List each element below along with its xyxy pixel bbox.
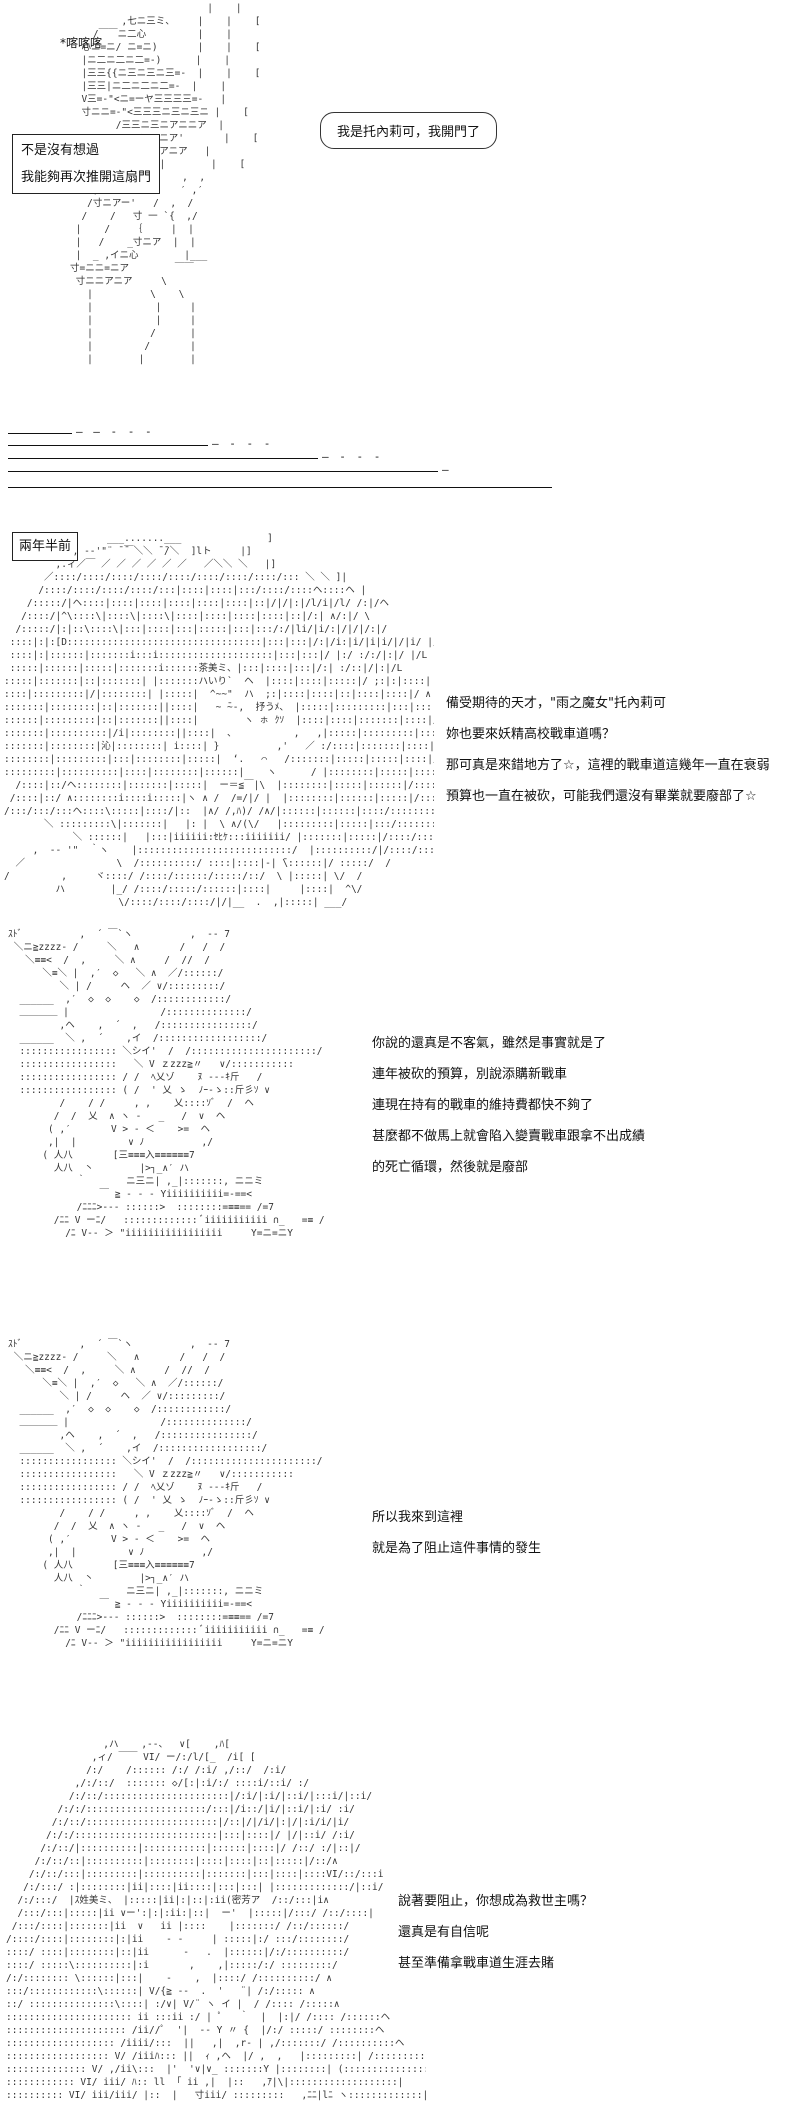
divider-dashes-2: — - - - <box>212 437 273 450</box>
ascii-art-door-scene: | | ,七ニ三ミ、 | | [ /￣￣ニ二心 | | 心ニ=ニ/ ニ=ニ) |… <box>70 3 261 365</box>
dialog-panel-3: 你說的還真是不客氣，雖然是事實就是了 連年被砍的預算，別說添購新戰車 連現在持有… <box>372 1028 645 1183</box>
divider-line-3 <box>8 458 318 459</box>
divider-line-4 <box>8 471 438 472</box>
dialog-panel-5: 說著要阻止，你想成為救世主嗎？ 還真是有自信呢 甚至準備拿戰車道生涯去賭 <box>398 1886 593 1979</box>
time-caption-text: 兩年半前 <box>19 539 72 554</box>
dialog-line: 連年被砍的預算，別說添購新戰車 <box>372 1067 568 1082</box>
dialog-line: 的死亡循環，然後就是廢部 <box>372 1160 529 1175</box>
dialog-line: 說著要阻止，你想成為救世主嗎？ <box>398 1894 594 1909</box>
dialog-line: 甚麼都不做馬上就會陷入變賣戰車跟拿不出成績 <box>372 1129 646 1144</box>
divider-dashes-1: — — - - - <box>76 425 154 438</box>
panel-3: ｽﾄﾞ , ´ ￣`ヽ , -‐ 7 ＼ニ≧zzzz- / ＼ ∧ / / / … <box>0 928 800 1318</box>
divider-line-5 <box>8 487 552 488</box>
speech-text: 我是托內莉可，我開門了 <box>337 125 481 140</box>
dialog-line: 甚至準備拿戰車道生涯去賭 <box>398 1956 555 1971</box>
dialog-panel-4: 所以我來到這裡 就是為了阻止這件事情的發生 <box>372 1502 541 1564</box>
dialog-line: 那可真是來錯地方了☆，這裡的戰車道這幾年一直在衰弱 <box>446 758 770 773</box>
time-caption: 兩年半前 <box>12 532 79 561</box>
ascii-art-character-smiling: ___.......___ ] , -‐'"¨ ̄ ̄￣＼＼ ̄ ̄/＼ ]lト… <box>4 533 434 908</box>
panel-2: 兩年半前 ___.......___ ] , -‐'"¨ ̄ ̄￣＼＼ ̄ ̄/… <box>0 520 800 910</box>
caption-line: 我能夠再次推開這扇門 <box>21 170 152 185</box>
ascii-art-character-determined: ｽﾄﾞ , ´ ￣`ヽ , -‐ 7 ＼ニ≧zzzz- / ＼ ∧ / / / … <box>8 1339 325 1649</box>
dialog-line: 所以我來到這裡 <box>372 1510 464 1525</box>
dialog-line: 連現在持有的戰車的維持費都快不夠了 <box>372 1098 594 1113</box>
dialog-panel-2: 備受期待的天才，"雨之魔女"托內莉可 妳也要來妖精高校戰車道嗎？ 那可真是來錯地… <box>446 688 770 812</box>
panel-4: ｽﾄﾞ , ´ ￣`ヽ , -‐ 7 ＼ニ≧zzzz- / ＼ ∧ / / / … <box>0 1338 800 1718</box>
divider-line-2 <box>8 445 208 446</box>
dialog-line: 備受期待的天才，"雨之魔女"托內莉可 <box>446 696 666 711</box>
transition-divider: — — - - - — - - - — - - - — <box>0 0 800 520</box>
dialog-line: 還真是有自信呢 <box>398 1925 490 1940</box>
ascii-art-character-crossed-arms: ｽﾄﾞ , ´ ￣`ヽ , -‐ 7 ＼ニ≧zzzz- / ＼ ∧ / / / … <box>8 929 325 1239</box>
dialog-line: 妳也要來妖精高校戰車道嗎？ <box>446 727 616 742</box>
speech-bubble: 我是托內莉可，我開門了 <box>320 112 498 149</box>
divider-line-1 <box>8 433 72 434</box>
divider-dashes-3: — - - - <box>322 450 383 463</box>
dialog-line: 你說的還真是不客氣，雖然是事實就是了 <box>372 1036 607 1051</box>
divider-dashes-4: — <box>442 463 451 476</box>
panel-1: | | ,七ニ三ミ、 | | [ /￣￣ニ二心 | | 心ニ=ニ/ ニ=ニ) |… <box>0 0 800 440</box>
dialog-line: 就是為了阻止這件事情的發生 <box>372 1541 542 1556</box>
caption-line: 不是沒有想過 <box>21 143 100 158</box>
dialog-line: 預算也一直在被砍，可能我們還沒有畢業就要廢部了☆ <box>446 789 757 804</box>
sfx-knock: *喀喀喀 <box>60 36 103 50</box>
ascii-art-character-seated: ,ハ ,-‐、 ∨[ ,ﾊ[ ,ィ/ ￣￣ VI/ ー/:/l/[_ /i[ [… <box>6 1739 426 2101</box>
panel-5: ,ハ ,-‐、 ∨[ ,ﾊ[ ,ィ/ ￣￣ VI/ ー/:/l/[_ /i[ [… <box>0 1738 800 2122</box>
caption-box-thought: 不是沒有想過 我能夠再次推開這扇門 <box>12 134 161 194</box>
